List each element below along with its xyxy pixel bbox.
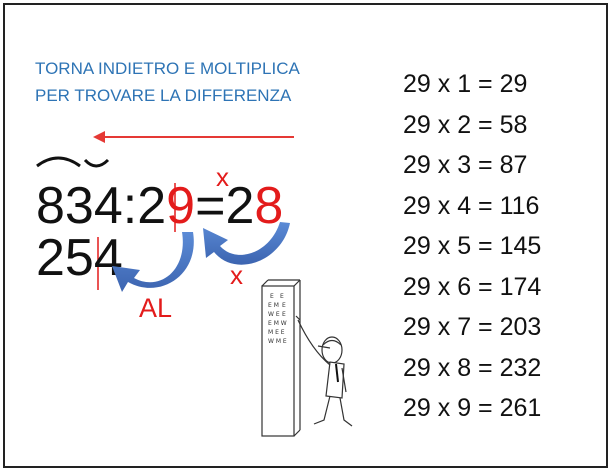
instruction-text: TORNA INDIETRO E MOLTIPLICA PER TROVARE …: [35, 55, 365, 109]
equals-sign: =: [195, 177, 226, 235]
times-table-row: 29 x 2 = 58: [403, 110, 528, 139]
times-table-row: 29 x 9 = 261: [403, 394, 542, 422]
times-table-row: 29 x 4 = 116: [403, 191, 540, 220]
al-label: AL: [139, 293, 173, 323]
division-row: 834:29=28: [36, 180, 283, 232]
remainder-row: 254: [36, 232, 123, 284]
svg-text:E: E: [270, 293, 274, 300]
quotient-digit-highlight: 8: [254, 177, 284, 235]
svg-text:W E: W E: [268, 311, 280, 318]
times-table-row: 29 x 3 = 87: [403, 151, 528, 179]
svg-text:E M W: E M W: [268, 320, 287, 327]
times-table-row: 29 x 7 = 203: [403, 313, 542, 341]
svg-text:E M: E M: [268, 302, 279, 309]
times-table-row: 29 x 8 = 232: [403, 353, 542, 382]
svg-text:E: E: [282, 302, 286, 309]
svg-text:M E E: M E E: [268, 329, 285, 336]
dividend-digit: 4: [93, 177, 123, 235]
remainder-digit: 5: [64, 229, 94, 287]
svg-text:W M E: W M E: [268, 338, 287, 345]
colon: :: [122, 177, 138, 235]
arrow-left-icon: [98, 136, 294, 138]
slide-frame: [3, 3, 608, 468]
svg-text:E: E: [282, 311, 286, 318]
quotient-digit: 2: [225, 177, 255, 235]
divisor-digit: 2: [137, 177, 167, 235]
times-mark-bottom: x: [230, 260, 243, 290]
times-table: 29 x 1 = 29 29 x 2 = 58 29 x 3 = 87 29 x…: [403, 64, 541, 429]
svg-text:E: E: [280, 293, 284, 300]
instruction-line-2: PER TROVARE LA DIFFERENZA: [35, 86, 292, 105]
instruction-line-1: TORNA INDIETRO E MOLTIPLICA: [35, 59, 300, 78]
times-mark-top: x: [216, 162, 229, 192]
dividend-digit: 3: [64, 177, 94, 235]
divisor-digit-highlight: 9: [166, 177, 196, 235]
remainder-digit: 2: [36, 229, 65, 287]
dividend-digit: 8: [36, 177, 65, 235]
times-table-row: 29 x 1 = 29: [403, 70, 528, 98]
times-table-row: 29 x 5 = 145: [403, 232, 542, 260]
times-table-row: 29 x 6 = 174: [403, 272, 542, 301]
arrow-left-head-icon: [93, 131, 105, 143]
